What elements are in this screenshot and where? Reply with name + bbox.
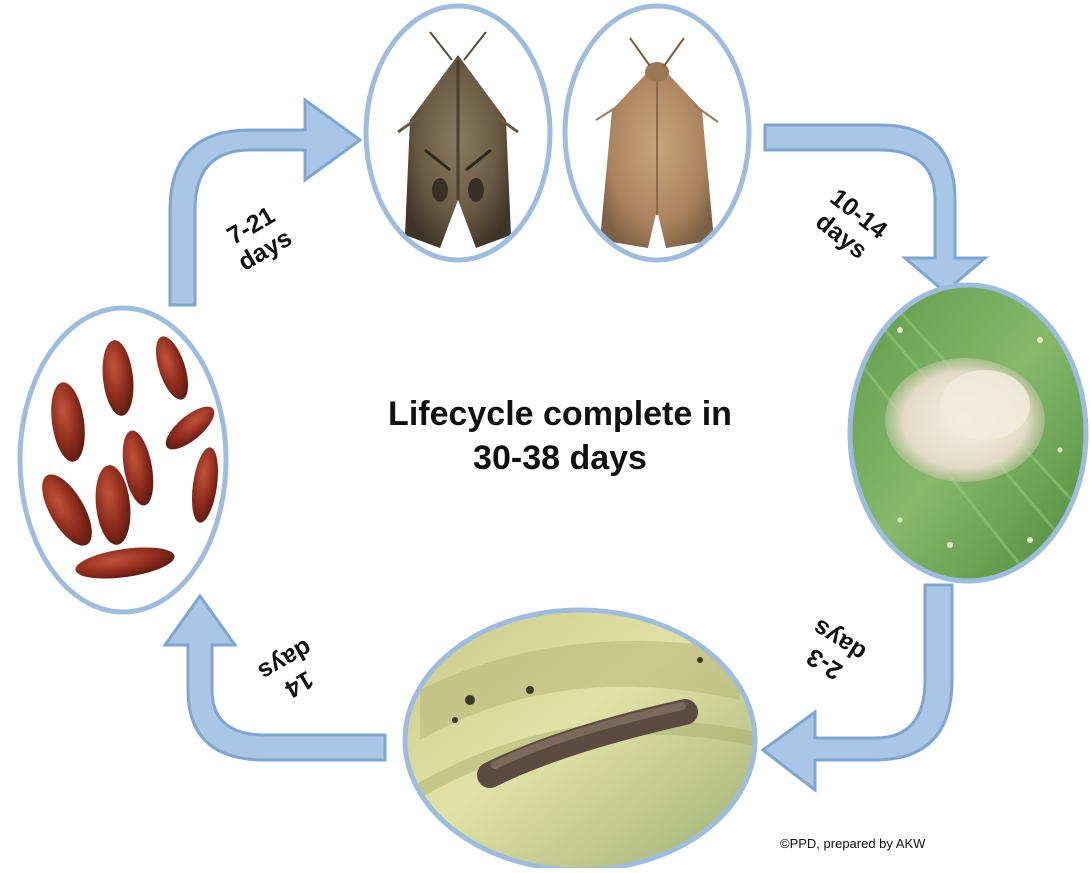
egg-mass-photo [850,285,1090,590]
credit-text: ©PPD, prepared by AKW [780,836,925,851]
label-eggs-to-larva: 2-3 days [793,613,871,691]
center-title-line1: Lifecycle complete in [300,392,820,436]
center-title-line2: 30-38 days [300,436,820,480]
label-pupa-to-adult: 7-21 days [219,200,296,277]
larva-photo [405,610,760,868]
adult-moth-dark-photo [366,6,550,260]
pupa-photo [20,308,226,612]
arrow-eggs-to-larva [763,585,952,790]
label-larva-to-pupa: 14 days [253,634,330,711]
center-title: Lifecycle complete in 30-38 days [300,392,820,480]
label-adult-to-eggs: 10-14 days [808,183,893,267]
adult-moth-light-photo [565,6,749,260]
